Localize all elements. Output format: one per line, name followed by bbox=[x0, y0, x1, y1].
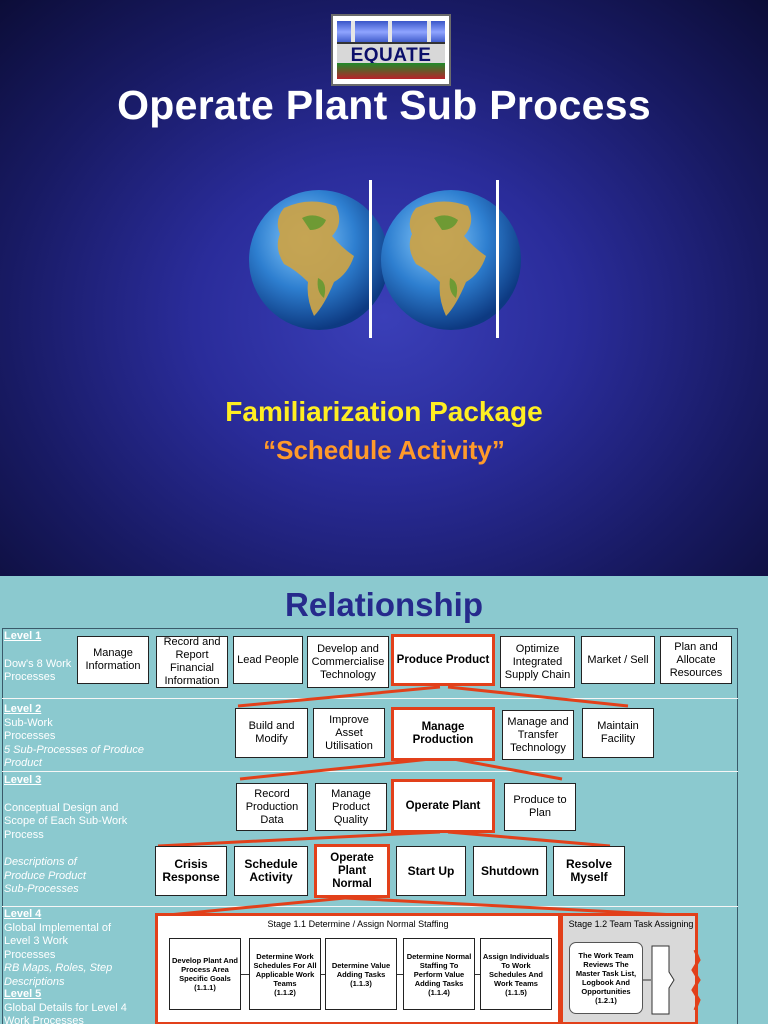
sub-box-operate-plant-normal[interactable]: Operate Plant Normal bbox=[314, 844, 390, 898]
level1-box-manage-information[interactable]: Manage Information bbox=[77, 636, 149, 684]
level1-box-optimize-supply-chain[interactable]: Optimize Integrated Supply Chain bbox=[500, 636, 575, 688]
level1-box-develop-commercialise[interactable]: Develop and Commercialise Technology bbox=[307, 636, 389, 688]
stage1-label: Stage 1.1 Determine / Assign Normal Staf… bbox=[267, 919, 449, 929]
level2-box-manage-transfer[interactable]: Manage and Transfer Technology bbox=[502, 710, 574, 760]
level1-box-record-report[interactable]: Record and Report Financial Information bbox=[156, 636, 228, 688]
step-1-1-1[interactable]: Develop Plant And Process Area Specific … bbox=[169, 938, 241, 1010]
stage2-label: Stage 1.2 Team Task Assigning bbox=[568, 919, 694, 929]
relationship-title: Relationship bbox=[284, 586, 484, 623]
level3-label: Level 3 Conceptual Design and Scope of E… bbox=[4, 774, 128, 895]
globe-icon bbox=[381, 190, 521, 330]
package-title: Familiarization Package bbox=[225, 396, 543, 427]
level2-label: Level 2 Sub-Work Processes 5 Sub-Process… bbox=[4, 703, 145, 769]
level4-label: Level 4 Global Implemental of Level 3 Wo… bbox=[4, 908, 113, 988]
level2-box-improve-asset[interactable]: Improve Asset Utilisation bbox=[313, 708, 385, 758]
level3-box-record-production[interactable]: Record Production Data bbox=[236, 783, 308, 831]
relationship-slide: Relationship Level 1 Dow's 8 Work Proces… bbox=[0, 576, 768, 1024]
sub-box-crisis-response[interactable]: Crisis Response bbox=[155, 846, 227, 896]
next-step-arrow-icon bbox=[643, 945, 701, 1015]
sub-box-schedule-activity[interactable]: Schedule Activity bbox=[234, 846, 308, 896]
level2-box-build-modify[interactable]: Build and Modify bbox=[235, 708, 308, 758]
step-1-1-3[interactable]: Determine Value Adding Tasks(1.1.3) bbox=[325, 938, 397, 1010]
level1-label: Level 1 Dow's 8 Work Processes bbox=[4, 630, 72, 683]
step-1-1-5[interactable]: Assign Individuals To Work Schedules And… bbox=[480, 938, 552, 1010]
level2-box-manage-production[interactable]: Manage Production bbox=[391, 707, 495, 761]
equate-logo: EQUATE bbox=[331, 14, 451, 86]
sub-box-shutdown[interactable]: Shutdown bbox=[473, 846, 547, 896]
sub-box-resolve-myself[interactable]: Resolve Myself bbox=[553, 846, 625, 896]
level2-box-maintain-facility[interactable]: Maintain Facility bbox=[582, 708, 654, 758]
globes-illustration bbox=[249, 180, 521, 338]
level5-label: Level 5 Global Details for Level 4 Work … bbox=[4, 988, 127, 1024]
logo-green-red-band bbox=[337, 63, 445, 79]
globe-icon bbox=[249, 190, 389, 330]
level3-box-produce-to-plan[interactable]: Produce to Plan bbox=[504, 783, 576, 831]
slide-title: Operate Plant Sub Process bbox=[117, 82, 651, 128]
title-slide: EQUATE Operate Plant Sub Process Familia… bbox=[0, 0, 768, 576]
sub-box-start-up[interactable]: Start Up bbox=[396, 846, 466, 896]
level3-box-manage-quality[interactable]: Manage Product Quality bbox=[315, 783, 387, 831]
step-1-2-1[interactable]: The Work Team Reviews The Master Task Li… bbox=[569, 942, 643, 1014]
level1-box-lead-people[interactable]: Lead People bbox=[233, 636, 303, 684]
level3-box-operate-plant[interactable]: Operate Plant bbox=[391, 779, 495, 833]
level1-box-market-sell[interactable]: Market / Sell bbox=[581, 636, 655, 684]
levels-grid bbox=[2, 628, 738, 1024]
step-1-1-2[interactable]: Determine Work Schedules For All Applica… bbox=[249, 938, 321, 1010]
package-subtitle: “Schedule Activity” bbox=[263, 435, 505, 465]
level1-box-produce-product[interactable]: Produce Product bbox=[391, 634, 495, 686]
level1-box-plan-allocate[interactable]: Plan and Allocate Resources bbox=[660, 636, 732, 684]
step-1-1-4[interactable]: Determine Normal Staffing To Perform Val… bbox=[403, 938, 475, 1010]
